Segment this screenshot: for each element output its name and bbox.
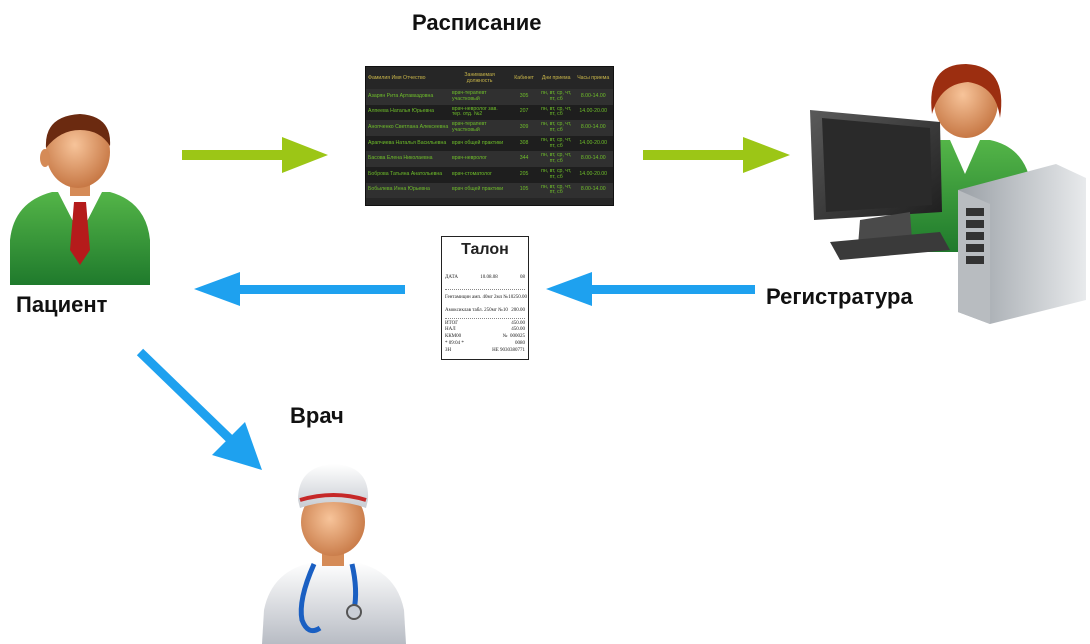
cell-days: пн, вт, ср, чт, пт, сб: [538, 104, 574, 121]
arrow-patient-to-doctor: [136, 348, 262, 470]
ticket-total-row: ИТОГ 450.00: [445, 321, 525, 327]
cell-room: 207: [509, 104, 539, 121]
cell-days: пн, вт, ср, чт, пт, сб: [538, 120, 574, 136]
cell-name: Анопченко Светлана Алексеевна: [366, 120, 450, 136]
ticket-cash-label: НАЛ: [445, 327, 456, 332]
ticket-line-1: Гентамицин амп. 40мг 2мл №10 250.00: [445, 295, 527, 301]
ticket-cash: 450.00: [511, 327, 525, 332]
ticket-zn: НЕ 9030380771: [492, 348, 525, 353]
ticket-receipt: Талон ДАТА 10.08.08 08 Гентамицин амп. 4…: [441, 236, 529, 360]
header-room: Кабинет: [514, 75, 534, 81]
cell-hours: 8.00-14.00: [573, 151, 613, 167]
ticket-time-row: * 09:04 * 0080: [445, 341, 525, 347]
ticket-zn-label: ЗН: [445, 348, 452, 353]
cell-room: 105: [509, 182, 539, 199]
ticket-no: 000025: [510, 334, 525, 339]
cell-days: пн, вт, ср, чт, пт, сб: [538, 89, 574, 105]
ticket-kkm-row: ККМ00 № 000025: [445, 334, 525, 340]
cell-name: Басова Елена Николаевна: [366, 151, 450, 167]
cell-room: 344: [509, 151, 539, 167]
schedule-header-row: Фамилия Имя Отчество Занимаемая должност…: [366, 67, 613, 89]
cell-hours: 8.00-14.00: [573, 89, 613, 105]
ticket-line-2: Амоксиклав табл. 250мг №10 200.00: [445, 308, 525, 314]
cell-name: Азарян Рита Артаваздовна: [366, 89, 450, 105]
cell-days: пн, вт, ср, чт, пт, сб: [538, 182, 574, 199]
patient-icon: [10, 114, 150, 285]
ticket-separator: [445, 289, 525, 290]
arrow-ticket-to-patient: [194, 272, 405, 306]
cell-name: Арапчиева Наталья Васильевна: [366, 135, 450, 152]
ticket-kkm-label: ККМ00: [445, 334, 462, 339]
doctor-icon: [262, 464, 406, 644]
cell-name: Алпеева Наталья Юрьевна: [366, 104, 450, 121]
ticket-separator: [445, 318, 525, 319]
cell-position: врач-невролог: [449, 151, 510, 167]
ticket-line-1-price: 250.00: [513, 295, 527, 300]
registry-label: Регистратура: [766, 284, 913, 309]
cell-room: 205: [509, 166, 539, 183]
schedule-board: Фамилия Имя Отчество Занимаемая должност…: [365, 66, 614, 206]
ticket-date-label: ДАТА: [445, 275, 458, 280]
ticket-line-1-name: Гентамицин амп. 40мг 2мл №10: [445, 295, 514, 300]
cell-position: врач общей практики: [449, 135, 510, 152]
cell-name: Боброва Татьяна Анатольевна: [366, 166, 450, 183]
cell-hours: 8.00-14.00: [573, 182, 613, 199]
schedule-table: Фамилия Имя Отчество Занимаемая должност…: [366, 67, 613, 199]
cell-position: врач-стоматолог: [449, 166, 510, 183]
cell-hours: 14.00-20.00: [573, 166, 613, 183]
cell-name: Бобылева Инна Юрьевна: [366, 182, 450, 199]
doctor-label: Врач: [290, 403, 344, 428]
cell-hours: 14.00-20.00: [573, 104, 613, 121]
header-hours: Часы приема: [577, 75, 610, 81]
ticket-zn-row: ЗН НЕ 9030380771: [445, 348, 525, 354]
patient-label: Пациент: [16, 292, 108, 317]
ticket-no-label: №: [502, 334, 508, 339]
ticket-time: * 09:04 *: [445, 341, 464, 346]
cell-position: врач-невролог зав. тер. отд. №2: [449, 104, 510, 121]
ticket-time-code: 0080: [515, 341, 525, 346]
cell-room: 309: [509, 120, 539, 136]
header-days: Дни приема: [541, 75, 571, 81]
cell-hours: 8.00-14.00: [573, 120, 613, 136]
arrow-schedule-to-registry: [643, 137, 790, 173]
ticket-date-row: ДАТА 10.08.08 08: [445, 275, 525, 281]
ticket-date-code: 08: [520, 275, 525, 280]
cell-position: врач-терапевт участковый: [449, 120, 510, 136]
registry-computer-icon: [810, 64, 1086, 324]
arrow-registry-to-ticket: [546, 272, 755, 306]
header-name: Фамилия Имя Отчество: [368, 75, 426, 81]
schedule-label: Расписание: [412, 10, 542, 35]
cell-hours: 14.00-20.00: [573, 135, 613, 152]
ticket-line-2-name: Амоксиклав табл. 250мг №10: [445, 308, 508, 313]
header-position: Занимаемая должность: [464, 72, 495, 84]
cell-room: 305: [509, 89, 539, 105]
ticket-title: Талон: [461, 241, 509, 258]
ticket-line-2-price: 200.00: [511, 308, 525, 313]
cell-days: пн, вт, ср, чт, пт, сб: [538, 135, 574, 152]
ticket-cash-row: НАЛ 450.00: [445, 327, 525, 333]
cell-days: пн, вт, ср, чт, пт, сб: [538, 151, 574, 167]
ticket-total-label: ИТОГ: [445, 321, 459, 326]
cell-position: врач общей практики: [449, 182, 510, 199]
ticket-total: 450.00: [511, 321, 525, 326]
cell-position: врач-терапевт участковый: [449, 89, 510, 105]
arrow-patient-to-schedule: [182, 137, 328, 173]
cell-days: пн, вт, ср, чт, пт, сб: [538, 166, 574, 183]
ticket-date: 10.08.08: [480, 275, 498, 280]
cell-room: 308: [509, 135, 539, 152]
